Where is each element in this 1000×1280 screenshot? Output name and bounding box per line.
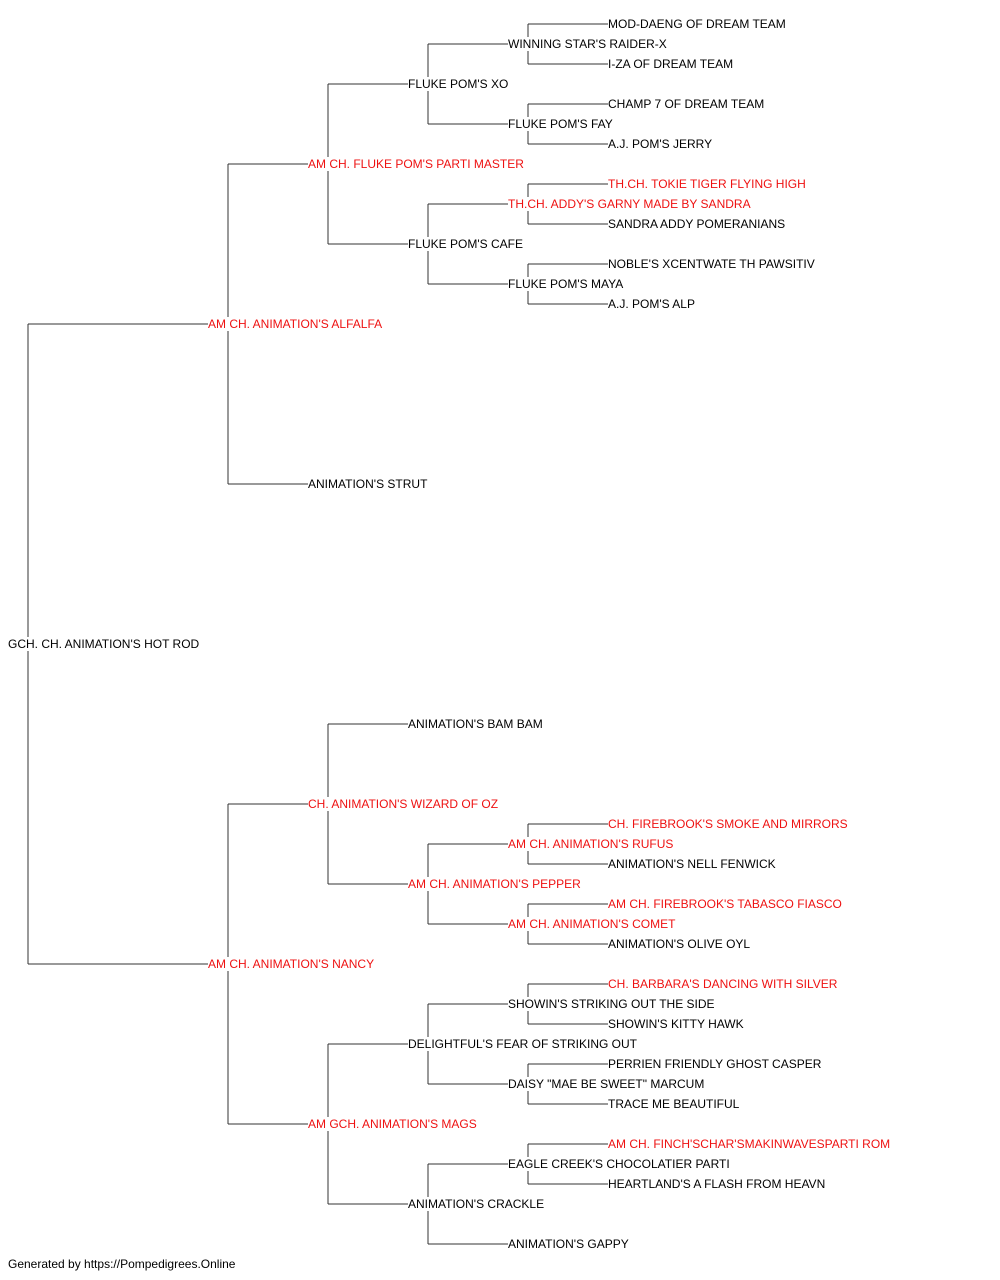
pedigree-dog-name[interactable]: DELIGHTFUL'S FEAR OF STRIKING OUT [408,1037,639,1051]
pedigree-dog-name[interactable]: AM GCH. ANIMATION'S MAGS [308,1117,479,1131]
pedigree-dog-name[interactable]: A.J. POM'S ALP [608,297,697,311]
pedigree-dog-name[interactable]: EAGLE CREEK'S CHOCOLATIER PARTI [508,1157,732,1171]
pedigree-dog-name[interactable]: CHAMP 7 OF DREAM TEAM [608,97,767,111]
pedigree-dog-name[interactable]: NOBLE'S XCENTWATE TH PAWSITIV [608,257,817,271]
pedigree-dog-name[interactable]: FLUKE POM'S FAY [508,117,615,131]
pedigree-dog-name[interactable]: PERRIEN FRIENDLY GHOST CASPER [608,1057,824,1071]
pedigree-dog-name[interactable]: HEARTLAND'S A FLASH FROM HEAVN [608,1177,828,1191]
pedigree-dog-name[interactable]: AM CH. ANIMATION'S RUFUS [508,837,676,851]
pedigree-dog-name[interactable]: ANIMATION'S BAM BAM [408,717,545,731]
pedigree-dog-name[interactable]: AM CH. FLUKE POM'S PARTI MASTER [308,157,526,171]
pedigree-dog-name[interactable]: TH.CH. ADDY'S GARNY MADE BY SANDRA [508,197,753,211]
pedigree-dog-name[interactable]: ANIMATION'S NELL FENWICK [608,857,778,871]
pedigree-dog-name[interactable]: TH.CH. TOKIE TIGER FLYING HIGH [608,177,808,191]
pedigree-dog-name[interactable]: MOD-DAENG OF DREAM TEAM [608,17,788,31]
pedigree-dog-name[interactable]: SHOWIN'S KITTY HAWK [608,1017,746,1031]
pedigree-dog-name[interactable]: AM CH. FIREBROOK'S TABASCO FIASCO [608,897,844,911]
pedigree-dog-name[interactable]: AM CH. ANIMATION'S NANCY [208,957,377,971]
pedigree-dog-name[interactable]: AM CH. ANIMATION'S PEPPER [408,877,583,891]
pedigree-dog-name[interactable]: CH. FIREBROOK'S SMOKE AND MIRRORS [608,817,850,831]
pedigree-dog-name[interactable]: GCH. CH. ANIMATION'S HOT ROD [8,637,202,651]
pedigree-dog-name[interactable]: ANIMATION'S STRUT [308,477,430,491]
pedigree-dog-name[interactable]: A.J. POM'S JERRY [608,137,715,151]
pedigree-dog-name[interactable]: AM CH. FINCH'SCHAR'SMAKINWAVESPARTI ROM [608,1137,893,1151]
pedigree-dog-name[interactable]: AM CH. ANIMATION'S COMET [508,917,678,931]
pedigree-dog-name[interactable]: I-ZA OF DREAM TEAM [608,57,736,71]
pedigree-dog-name[interactable]: ANIMATION'S OLIVE OYL [608,937,753,951]
pedigree-dog-name[interactable]: DAISY "MAE BE SWEET" MARCUM [508,1077,707,1091]
pedigree-dog-name[interactable]: CH. BARBARA'S DANCING WITH SILVER [608,977,840,991]
pedigree-dog-name[interactable]: CH. ANIMATION'S WIZARD OF OZ [308,797,501,811]
generator-credit: Generated by https://Pompedigrees.Online [8,1257,236,1271]
pedigree-dog-name[interactable]: SANDRA ADDY POMERANIANS [608,217,788,231]
pedigree-dog-name[interactable]: SHOWIN'S STRIKING OUT THE SIDE [508,997,717,1011]
pedigree-dog-name[interactable]: ANIMATION'S CRACKLE [408,1197,547,1211]
pedigree-dog-name[interactable]: ANIMATION'S GAPPY [508,1237,631,1251]
pedigree-dog-name[interactable]: TRACE ME BEAUTIFUL [608,1097,742,1111]
pedigree-dog-name[interactable]: AM CH. ANIMATION'S ALFALFA [208,317,385,331]
pedigree-dog-name[interactable]: FLUKE POM'S MAYA [508,277,626,291]
pedigree-dog-name[interactable]: WINNING STAR'S RAIDER-X [508,37,669,51]
pedigree-dog-name[interactable]: FLUKE POM'S XO [408,77,511,91]
pedigree-dog-name[interactable]: FLUKE POM'S CAFE [408,237,525,251]
